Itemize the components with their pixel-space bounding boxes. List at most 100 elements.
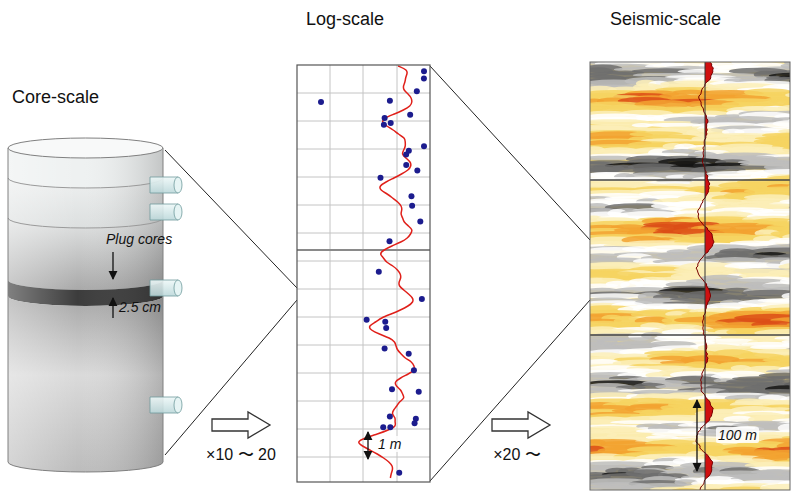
panel-heading: Seismic-scale	[610, 9, 721, 30]
part-label: Plug cores	[106, 231, 172, 247]
seismic-reflector	[760, 484, 790, 490]
plug-end	[174, 177, 182, 193]
divider-line	[590, 334, 790, 336]
grid-line	[297, 401, 430, 402]
divider-line	[590, 179, 790, 181]
core-sample-dot	[421, 68, 427, 74]
core-sample-dot	[411, 367, 417, 373]
core-sample-dot	[419, 296, 425, 302]
grid-line	[297, 261, 430, 262]
zoom-line	[165, 300, 297, 455]
dimension-label: 100 m	[716, 427, 759, 443]
core-sample-dot	[409, 203, 415, 209]
core-cylinder	[8, 138, 182, 472]
core-sample-dot	[396, 470, 402, 476]
core-sample-dot	[378, 175, 384, 181]
core-sample-dot	[421, 143, 427, 149]
panel-heading: Core-scale	[12, 87, 99, 108]
zoom-line	[430, 66, 590, 240]
grid-line	[330, 65, 331, 482]
log-frame	[297, 65, 430, 482]
core-sample-dot	[387, 238, 393, 244]
scale-panel: Seismic-scale	[590, 8, 790, 490]
core-sample-dot	[387, 413, 393, 419]
trace-wiggle	[696, 62, 714, 490]
grid-line	[297, 177, 430, 178]
core-sample-dot	[383, 325, 389, 331]
core-sample-dot	[416, 389, 422, 395]
core-sample-dot	[407, 112, 413, 118]
core-sample-dot	[408, 193, 414, 199]
trace-axis	[705, 62, 706, 490]
core-sample-dot	[364, 317, 370, 323]
plug-core	[150, 204, 182, 220]
dimension-arrow	[112, 252, 113, 279]
core-shading	[8, 148, 163, 472]
grid-line	[297, 289, 430, 290]
seismic-reflector	[750, 345, 790, 350]
plug-core	[150, 397, 182, 413]
dimension-label: 2.5 cm	[119, 299, 161, 315]
layer-boundary	[8, 178, 163, 188]
core-sample-dot	[389, 386, 395, 392]
core-sample-dot	[412, 420, 418, 426]
core-body	[8, 148, 163, 472]
upscale-arrow	[212, 412, 270, 438]
plug-end	[174, 397, 182, 413]
grid-line	[363, 65, 364, 482]
plug-end	[174, 204, 182, 220]
dimension-arrow	[367, 432, 368, 459]
core-sample-dot	[414, 168, 420, 174]
seismic-frame	[590, 62, 790, 490]
core-sample-dot	[382, 345, 388, 351]
core-sample-dot	[387, 98, 393, 104]
zoom-line	[165, 150, 297, 288]
core-sample-dot	[380, 424, 386, 430]
log-panel	[297, 65, 430, 482]
dimension-arrow	[696, 400, 697, 471]
core-sample-dot	[376, 269, 382, 275]
log-curve	[359, 66, 415, 478]
grid-line	[297, 121, 430, 122]
core-sample-dot	[318, 99, 324, 105]
plug-core	[150, 177, 182, 193]
core-sample-dot	[406, 351, 412, 357]
scale-factor-label: ×10 〜 20	[204, 446, 278, 464]
grid-line	[397, 65, 398, 482]
upscale-arrow	[492, 412, 550, 438]
core-sample-dot	[417, 218, 423, 224]
grid-line	[297, 317, 430, 318]
core-sample-dot	[382, 319, 388, 325]
seismic-reflector	[766, 369, 790, 373]
panel-heading: Log-scale	[306, 9, 384, 30]
core-sample-dot	[421, 76, 427, 82]
core-sample-dot	[406, 148, 412, 154]
core-sample-dot	[414, 88, 420, 94]
seismic-panel	[590, 62, 790, 490]
dimension-arrow	[112, 298, 113, 318]
plug-core	[150, 280, 182, 296]
grid-line	[297, 429, 430, 430]
scale-panel: Log-scale	[297, 8, 430, 485]
divider-line	[297, 249, 430, 251]
dimension-label: 1 m	[376, 436, 403, 452]
layer-boundary	[8, 218, 163, 228]
core-top	[8, 138, 163, 158]
core-outline	[8, 148, 163, 472]
zoom-line	[430, 300, 590, 481]
scale-panel: Core-scale	[5, 85, 185, 475]
core-sample-dot	[381, 122, 387, 128]
core-sample-dot	[403, 162, 409, 168]
grid-line	[297, 93, 430, 94]
plug-end	[174, 280, 182, 296]
log-frame-bg	[297, 65, 430, 482]
scale-factor-label: ×20 〜	[491, 446, 543, 464]
core-sample-dot	[387, 424, 393, 430]
core-sample-dot	[382, 115, 388, 121]
core-sample-dot	[388, 120, 394, 126]
grid-line	[297, 457, 430, 458]
grid-line	[297, 345, 430, 346]
